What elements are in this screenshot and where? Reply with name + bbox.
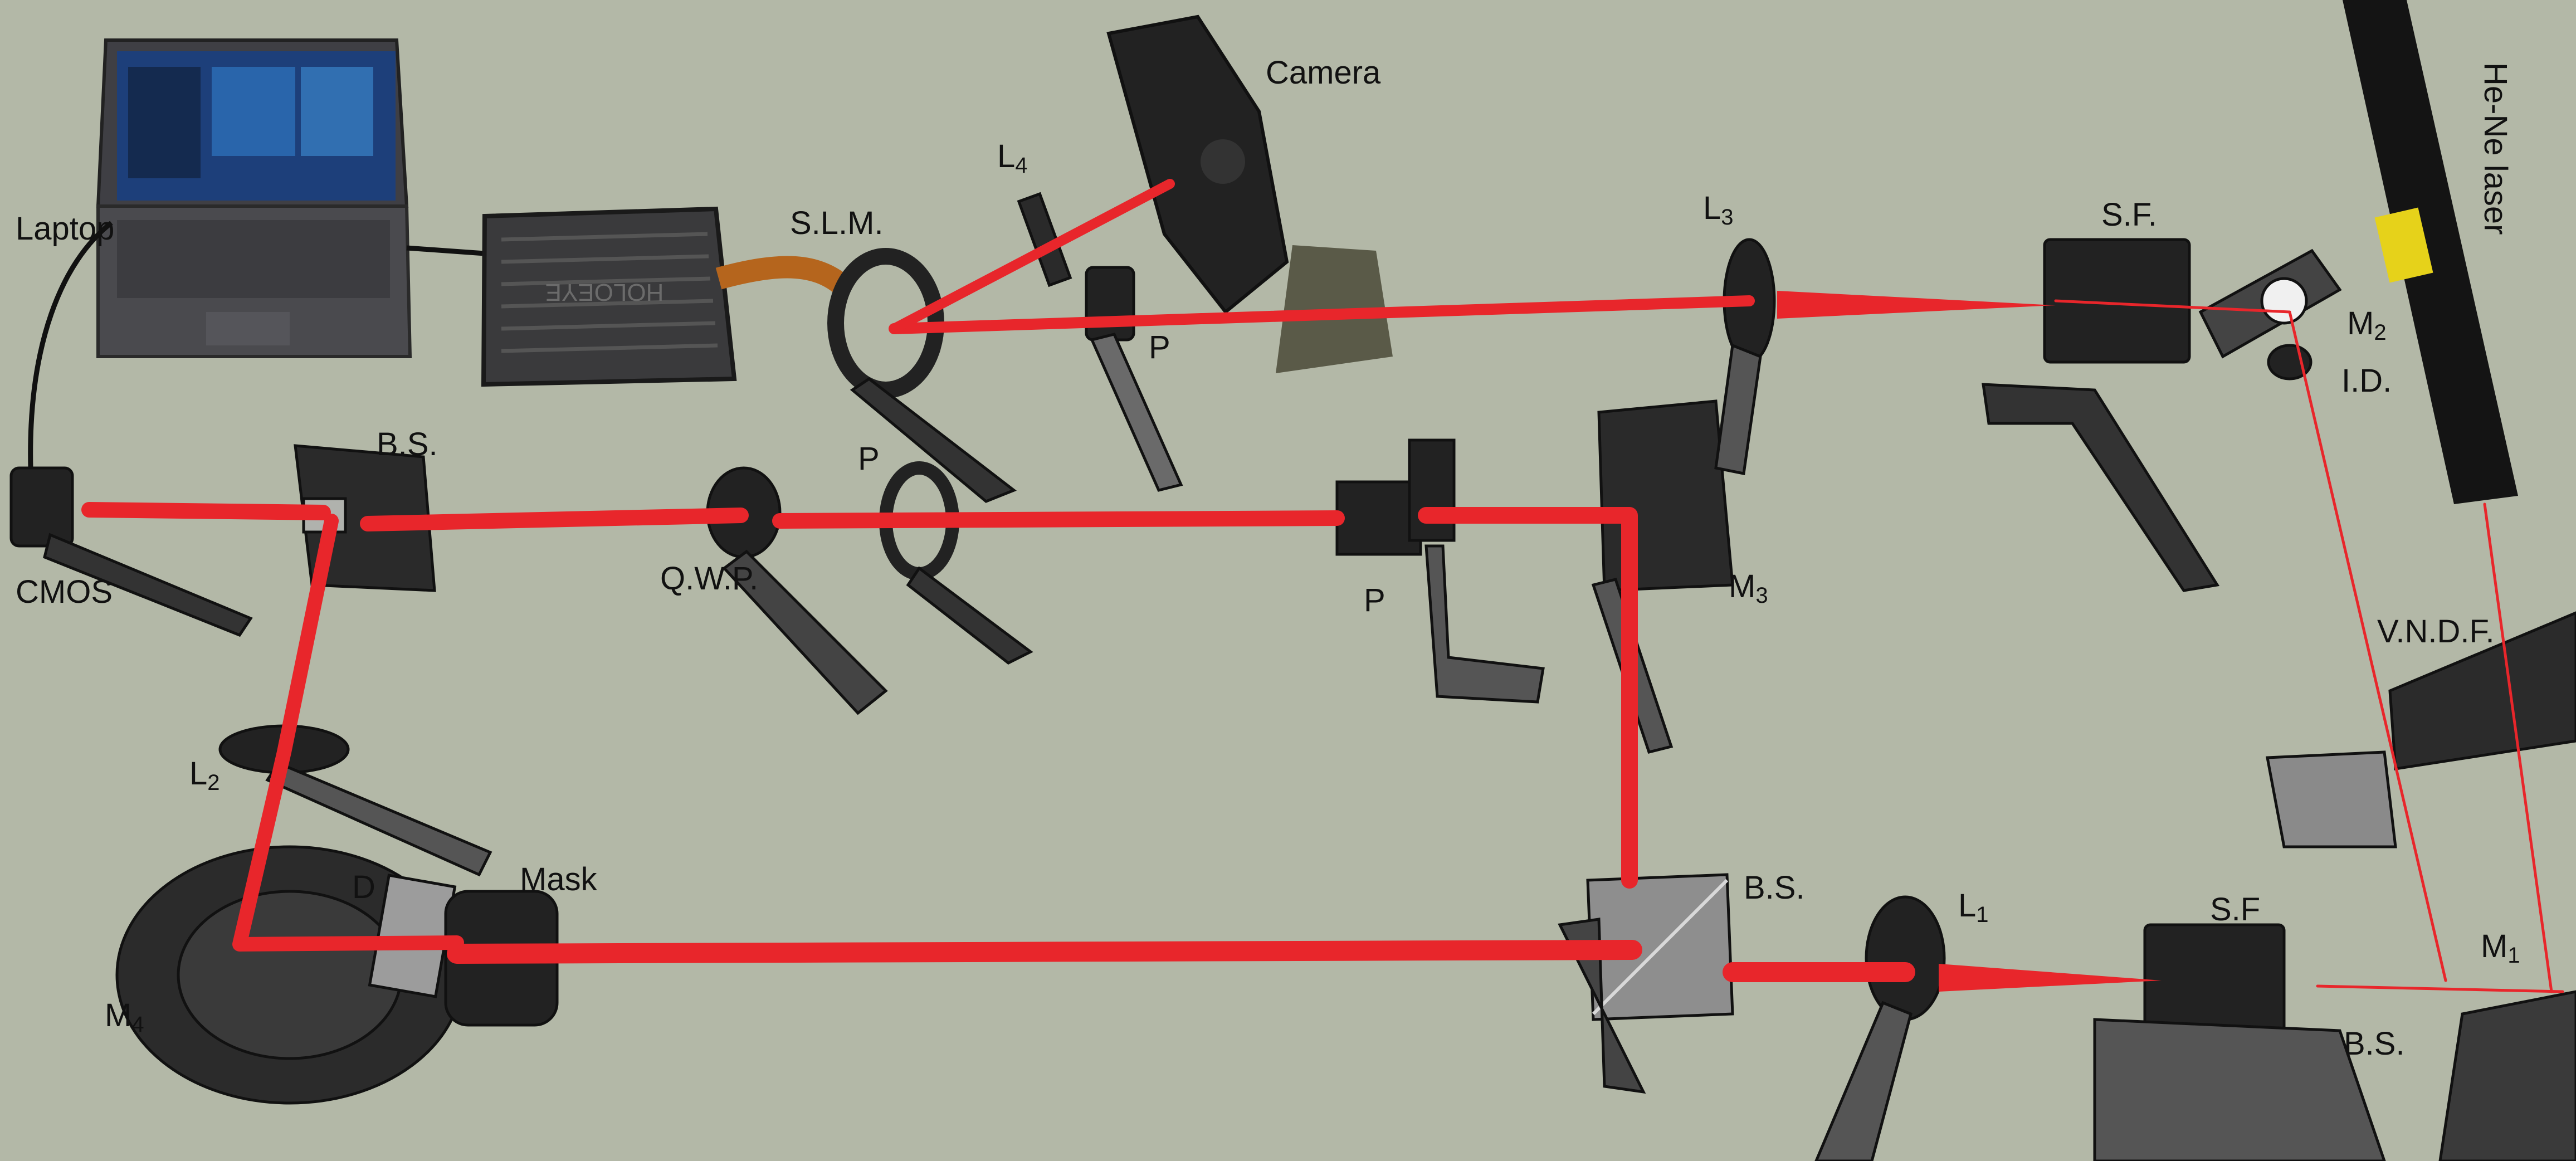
label-slm: S.L.M.: [790, 205, 884, 241]
he-ne-laser: [2343, 0, 2518, 504]
laser-beams: [81, 179, 2564, 993]
label-l3: L3: [1703, 190, 1734, 230]
slm-brand-label: HOLOEYE: [545, 279, 664, 306]
label-m2: M2: [2347, 305, 2387, 345]
laptop-cable: [28, 221, 113, 469]
label-he-ne-laser: He-Ne laser: [2477, 62, 2514, 235]
label-p-top: P: [1149, 329, 1170, 365]
labels: Laptop CMOS B.S. Q.W.P. S.L.M. Camera L4…: [16, 55, 2520, 1062]
label-l1: L1: [1958, 887, 1989, 927]
label-d: D: [352, 869, 375, 905]
label-cmos: CMOS: [16, 574, 113, 610]
label-mask: Mask: [520, 861, 598, 897]
label-laptop: Laptop: [16, 211, 114, 247]
label-l2: L2: [189, 755, 220, 795]
label-p-mid: P: [858, 441, 880, 477]
label-camera: Camera: [1266, 55, 1381, 91]
label-bs-corner: B.S.: [2344, 1026, 2405, 1062]
label-bs-left: B.S.: [377, 426, 438, 462]
label-bs-bottom: B.S.: [1744, 870, 1805, 906]
optical-mounts: [9, 192, 2576, 1161]
label-m4: M4: [105, 997, 144, 1037]
label-m3: M3: [1729, 568, 1768, 608]
label-l4: L4: [997, 138, 1028, 178]
label-vndf: V.N.D.F.: [2377, 613, 2495, 650]
label-m1: M1: [2481, 928, 2520, 968]
label-id: I.D.: [2341, 363, 2392, 399]
label-qwp: Q.W.P.: [660, 560, 758, 597]
slm-controller: HOLOEYE: [481, 206, 855, 387]
label-sf-bottom: S.F: [2210, 891, 2260, 928]
slm-cable: [406, 245, 485, 256]
label-p-right: P: [1364, 582, 1385, 618]
label-sf-top: S.F.: [2101, 197, 2157, 233]
laptop: [96, 38, 412, 358]
